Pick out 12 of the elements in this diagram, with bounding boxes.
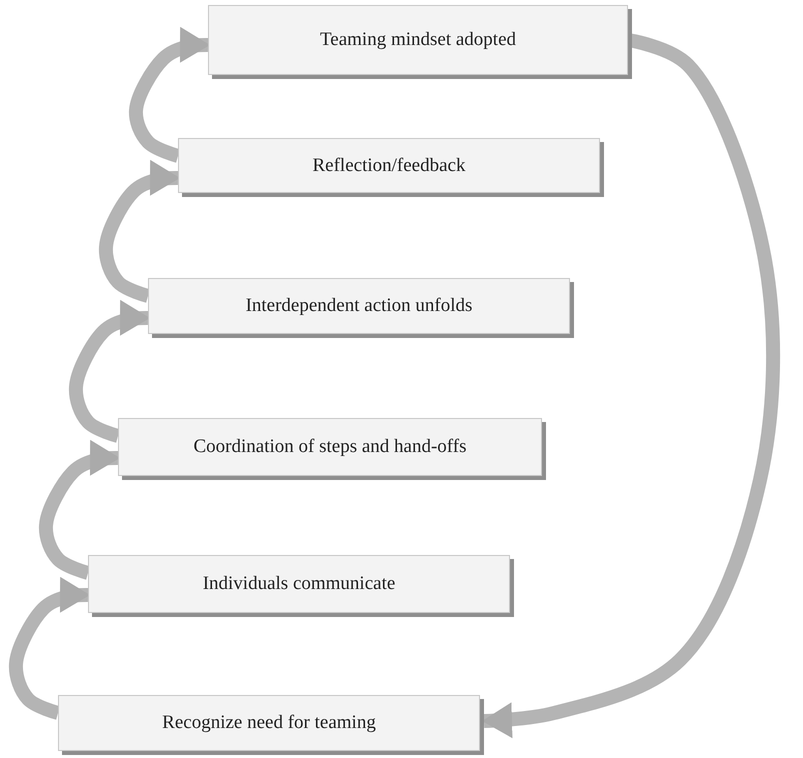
curved-arrow xyxy=(482,33,780,738)
curved-arrow xyxy=(8,576,90,720)
step-label: Reflection/feedback xyxy=(312,154,466,176)
step-label: Interdependent action unfolds xyxy=(246,295,472,317)
step-label: Individuals communicate xyxy=(202,573,396,595)
curved-arrow xyxy=(38,440,120,580)
curved-arrow xyxy=(68,300,150,443)
step-label: Teaming mindset adopted xyxy=(320,29,516,51)
step-label: Recognize need for teaming xyxy=(162,712,376,734)
curved-arrow xyxy=(98,160,180,303)
step-label: Coordination of steps and hand-offs xyxy=(194,436,466,458)
curved-arrow xyxy=(128,26,210,163)
